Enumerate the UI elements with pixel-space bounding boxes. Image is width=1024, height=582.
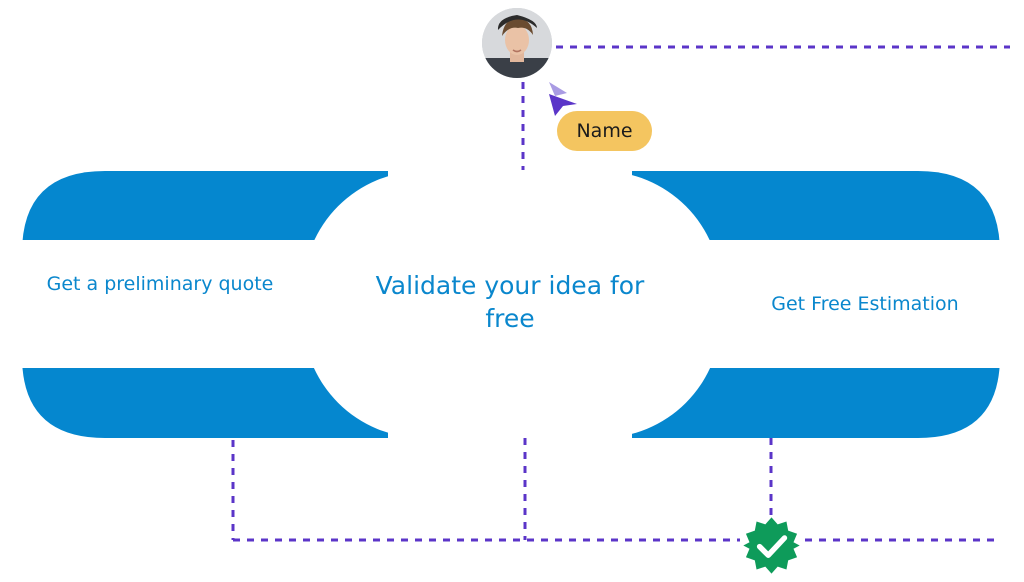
cursor-icon (549, 82, 577, 116)
avatar (482, 8, 552, 78)
verified-badge-icon (743, 517, 800, 574)
card-center-shape (303, 171, 721, 438)
card-left-label[interactable]: Get a preliminary quote (46, 273, 274, 295)
card-center-label[interactable]: Validate your idea for free (375, 271, 645, 333)
card-right-label[interactable]: Get Free Estimation (771, 293, 959, 315)
dotted-connectors (231, 45, 1010, 542)
name-tag: Name (557, 111, 652, 151)
